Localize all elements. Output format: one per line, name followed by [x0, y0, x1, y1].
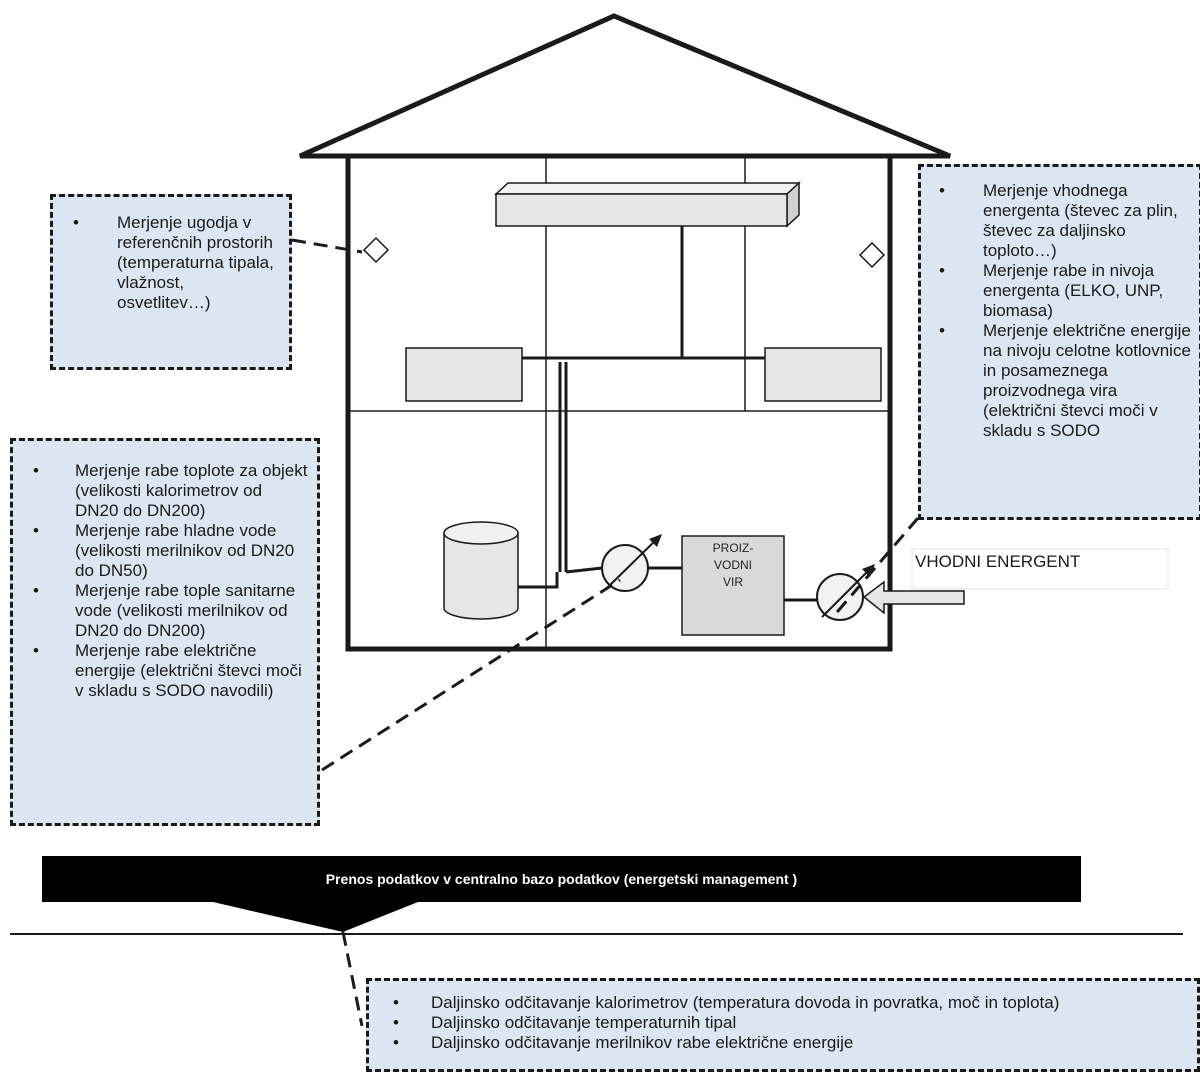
input-energy-measurement-box: Merjenje vhodnega energenta (števec za p… — [918, 164, 1200, 520]
comfort-measurement-box: Merjenje ugodja v referenčnih prostorih … — [50, 194, 292, 370]
roof — [298, 13, 951, 159]
radiator-right — [764, 347, 882, 402]
storage-tank — [443, 521, 519, 620]
sensor-left-icon — [362, 236, 390, 264]
piping — [518, 226, 818, 602]
list-item: Merjenje rabe toplote za objekt (velikos… — [33, 461, 309, 521]
production-source-label-line3: VIR — [722, 575, 743, 589]
comfort-list: Merjenje ugodja v referenčnih prostorih … — [53, 197, 289, 313]
input-energy-label-frame — [911, 548, 1169, 590]
dashed-connectors — [291, 238, 920, 1027]
sensor-right-icon — [858, 241, 886, 269]
input-energy-list: Merjenje vhodnega energenta (števec za p… — [921, 167, 1199, 441]
list-item: Merjenje rabe električne energije (elekt… — [33, 641, 309, 701]
radiator-left — [405, 347, 523, 402]
input-energy-arrow — [862, 580, 965, 615]
production-source-label-line1: PROIZ- — [712, 541, 754, 555]
list-item: Merjenje rabe tople sanitarne vode (veli… — [33, 581, 309, 641]
input-meter-icon — [816, 564, 875, 621]
production-source-label-line2: VODNI — [713, 558, 752, 572]
list-item: Merjenje električne energije na nivoju c… — [939, 321, 1193, 441]
consumption-measurement-box: Merjenje rabe toplote za objekt (velikos… — [10, 438, 320, 826]
list-item: Merjenje ugodja v referenčnih prostorih … — [73, 213, 281, 313]
list-item: Merjenje rabe in nivoja energenta (ELKO,… — [939, 261, 1193, 321]
consumption-list: Merjenje rabe toplote za objekt (velikos… — [13, 441, 317, 701]
banner-text: Prenos podatkov v centralno bazo podatko… — [325, 871, 798, 887]
remote-reading-list: Daljinsko odčitavanje kalorimetrov (temp… — [369, 981, 1197, 1053]
input-energy-label: VHODNI ENERGENT — [915, 552, 1081, 571]
list-item: Daljinsko odčitavanje merilnikov rabe el… — [393, 1033, 1191, 1053]
data-transfer-banner — [42, 856, 1081, 932]
remote-reading-box: Daljinsko odčitavanje kalorimetrov (temp… — [366, 978, 1200, 1072]
production-source — [681, 535, 785, 636]
production-source-label: PROIZ- VODNI VIR — [682, 540, 784, 591]
heat-meter-icon — [601, 534, 662, 592]
list-item: Merjenje rabe hladne vode (velikosti mer… — [33, 521, 309, 581]
ceiling-heater — [494, 181, 801, 228]
list-item: Merjenje vhodnega energenta (števec za p… — [939, 181, 1193, 261]
list-item: Daljinsko odčitavanje kalorimetrov (temp… — [393, 993, 1191, 1013]
list-item: Daljinsko odčitavanje temperaturnih tipa… — [393, 1013, 1191, 1033]
